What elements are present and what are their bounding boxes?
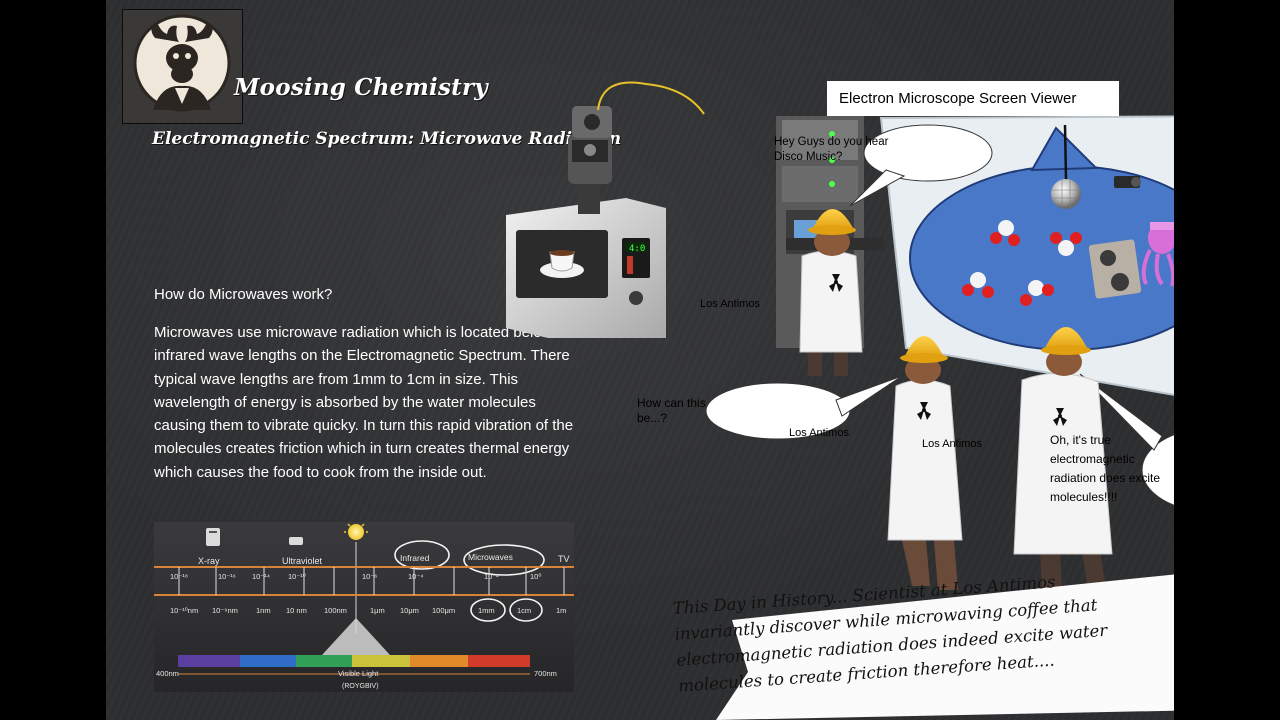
hard-hat-icon [1044,327,1088,350]
bubble-1-text: Hey Guys do you hear Disco Music? [774,136,889,163]
hard-hat-icon [812,209,854,230]
scientist-1 [799,209,863,376]
lab-scene: 4:0 [506,81,1174,720]
bubble-3-text: Oh, it's true electromagnetic radiation … [1050,433,1161,504]
question-heading: How do Microwaves work? [154,286,333,303]
hard-hat-icon [904,336,944,358]
wavelength-label: 1μm [370,606,385,615]
tick-exp: 10⁻¹⁴ [252,572,270,581]
slide-subtitle: Electromagnetic Spectrum: Microwave Radi… [152,129,622,149]
brand-title: Moosing Chemistry [234,74,488,101]
speech-bubble-1 [849,124,993,207]
disco-ball-icon [1051,179,1081,209]
camera-icon [1114,176,1141,188]
tick-exp: 10⁻² [484,572,499,581]
scientist-3 [1013,327,1113,590]
end-wavelength: 700nm [534,669,557,678]
bed-icon [289,537,303,545]
history-banner [716,574,1174,720]
highlight-circles [394,540,545,622]
screen-viewer-label: Electron Microscope Screen Viewer [827,81,1119,116]
logo [122,9,243,124]
tick-exp: 10⁻⁴ [408,572,424,581]
water-molecules [962,220,1082,306]
speech-bubble-3 [1079,373,1174,506]
coffee-cup-icon [549,251,575,272]
radiation-icon [917,402,931,420]
spectrum-image: X-ray Ultraviolet Infrared Microwaves TV… [154,522,574,692]
microwave-oven: 4:0 [506,198,666,338]
wavelength-label: 1nm [256,606,271,615]
wavelength-label: 10 nm [286,606,307,615]
xray-icon [206,528,220,546]
visible-light-wedge [322,618,390,655]
microwave-dial-icon [629,291,643,305]
microwave-display: 4:0 [629,244,645,254]
projector-device [568,81,705,214]
radiation-icon [829,274,843,292]
wavelength-label: 100μm [432,606,455,615]
ultraviolet-label: Ultraviolet [282,556,323,566]
tick-exp: 10⁻¹⁸ [170,572,188,581]
wavelength-label: 1mm [478,606,495,615]
microwaves-label: Microwaves [468,552,513,562]
microscope-screen [879,115,1174,396]
wavelength-label: 10μm [400,606,419,615]
body-paragraph: Microwaves use microwave radiation which… [154,324,574,481]
visible-light-label: Visible Light [338,669,379,678]
coat-label: Los Antimos [700,298,760,310]
tick-exp: 10⁻⁶ [362,572,377,581]
coat-label: Los Antimos [789,427,849,439]
scientist-2 [887,336,963,590]
speech-bubble-2 [705,375,903,440]
visible-color-band [178,655,530,667]
coat-label: Los Antimos [922,438,982,450]
tick-exp: 10⁰ [530,572,541,581]
radiation-icon [1053,408,1067,426]
tick-exp: 10⁻¹⁶ [218,572,236,581]
wavelength-label: 100nm [324,606,347,615]
bubble-2-text: How can this be...? [637,396,706,425]
boombox-icon [1088,239,1142,299]
tv-label: TV [558,554,570,564]
infrared-label: Infrared [400,553,430,563]
wavelength-label: 1cm [517,606,531,615]
wavelength-label: 10⁻¹⁰nm [170,606,198,615]
slide: Moosing Chemistry Electromagnetic Spectr… [106,0,1174,720]
tick-exp: 10⁻¹⁰ [288,572,306,581]
start-wavelength: 400nm [156,669,179,678]
xray-label: X-ray [198,556,220,566]
octopus-dj-icon [1141,222,1174,287]
wavelength-label: 10⁻⁹nm [212,606,238,615]
wavelength-label: 1m [556,606,566,615]
roygbiv-label: (ROYGBIV) [342,683,379,690]
moose-logo-icon [133,14,231,112]
